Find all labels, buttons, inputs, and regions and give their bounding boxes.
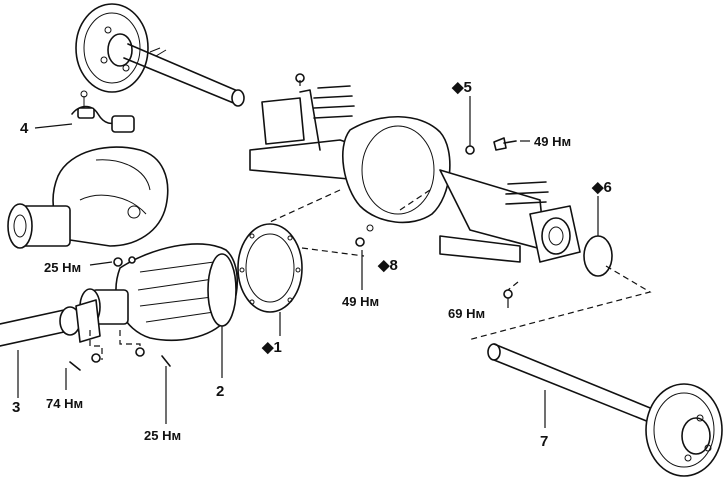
assembly-lines — [89, 80, 652, 360]
torque-49-mid: 49 Нм — [342, 294, 379, 309]
sensor-harness — [71, 90, 135, 133]
callout-4: 4 — [20, 120, 29, 137]
carrier-gasket — [237, 223, 303, 313]
leader-lines — [17, 96, 599, 428]
axle-housing — [249, 85, 581, 263]
differential-carrier-lower — [79, 243, 239, 341]
fasteners — [69, 73, 517, 371]
callout-2: 2 — [216, 383, 224, 400]
callout-8: ◆8 — [377, 257, 398, 274]
callout-3: 3 — [12, 399, 20, 416]
callout-6: ◆6 — [591, 179, 612, 196]
callout-7: 7 — [540, 433, 548, 450]
torque-74: 74 Нм — [46, 396, 83, 411]
right-axle-shaft — [487, 343, 723, 477]
torque-69: 69 Нм — [448, 306, 485, 321]
callout-1: ◆1 — [261, 339, 282, 356]
torque-49-top: 49 Нм — [534, 134, 571, 149]
differential-carrier-upper — [7, 146, 169, 249]
callout-5: ◆5 — [451, 79, 472, 96]
propeller-shaft — [0, 299, 101, 347]
left-axle-shaft — [75, 3, 245, 107]
oil-seal-ring — [583, 235, 613, 277]
torque-25-bottom: 25 Нм — [144, 428, 181, 443]
torque-25-left: 25 Нм — [44, 260, 81, 275]
